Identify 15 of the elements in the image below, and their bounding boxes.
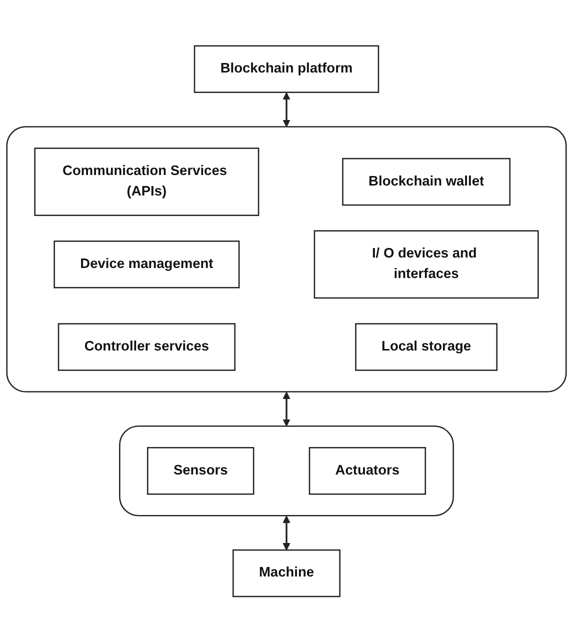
node-box: Controller services	[58, 323, 236, 372]
node-box: Communication Services (APIs)	[34, 148, 260, 216]
cluster	[119, 426, 454, 517]
arrow	[282, 516, 290, 551]
arrow	[282, 392, 290, 427]
arrow	[282, 92, 290, 128]
node-box: I/ O devices and interfaces	[314, 230, 539, 299]
node-box: Local storage	[355, 323, 498, 372]
node-box: Blockchain wallet	[342, 158, 511, 206]
node-box: Sensors	[146, 447, 254, 496]
node-box: Machine	[232, 550, 340, 598]
node-box: Actuators	[308, 447, 426, 496]
node-box: Device management	[54, 240, 240, 289]
node-box: Blockchain platform	[194, 46, 380, 94]
cluster	[6, 126, 567, 393]
